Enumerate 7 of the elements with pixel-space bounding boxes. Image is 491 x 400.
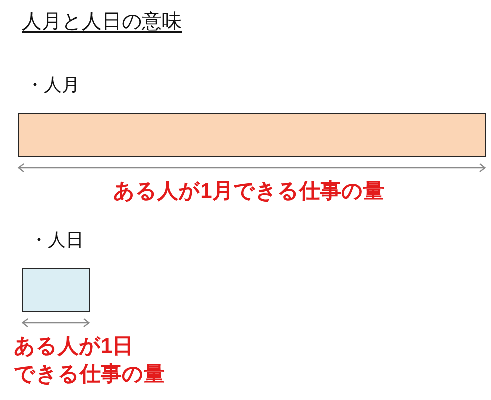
- horizontal-bar: [18, 113, 486, 157]
- section-heading: ・人月: [26, 74, 80, 97]
- caption-text: ある人が1日できる仕事の量: [14, 334, 165, 388]
- section-heading: ・人日: [30, 229, 84, 252]
- caption-text: ある人が1月できる仕事の量: [114, 180, 384, 204]
- title: 人月と人日の意味: [22, 10, 182, 34]
- rectangle-box: [22, 268, 90, 312]
